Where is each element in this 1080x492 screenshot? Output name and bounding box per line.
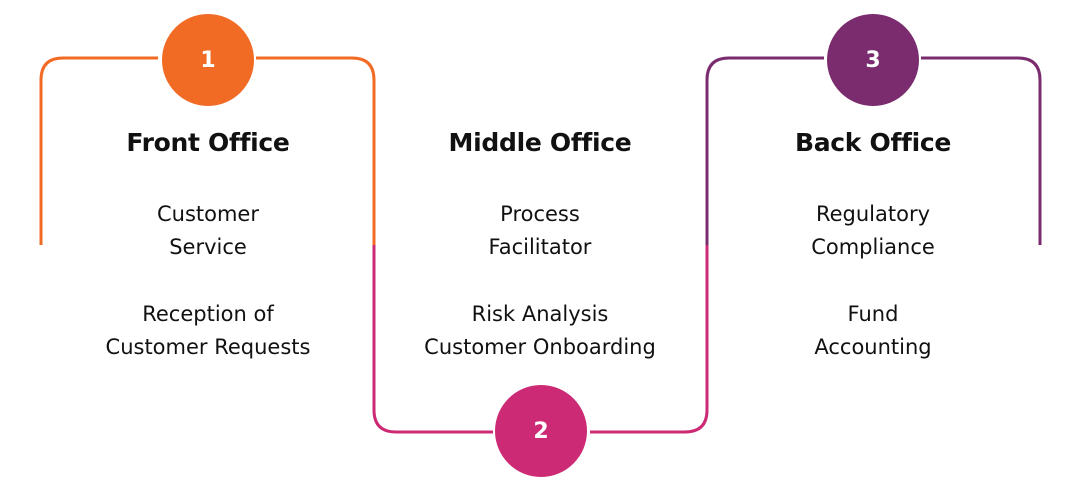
front-office-item-reception: Reception of Customer Requests	[58, 298, 358, 364]
back-office-column: Back Office Regulatory Compliance Fund A…	[723, 128, 1023, 388]
middle-office-title: Middle Office	[448, 128, 632, 157]
middle-office-item-process-facilitator: Process Facilitator	[390, 198, 690, 264]
item-line: Accounting	[814, 335, 932, 359]
middle-office-item-risk-onboarding: Risk Analysis Customer Onboarding	[390, 298, 690, 364]
back-office-item-regulatory-compliance: Regulatory Compliance	[723, 198, 1023, 264]
front-office-column: Front Office Customer Service Reception …	[58, 128, 358, 388]
back-office-connector	[705, 56, 1042, 245]
step-3-badge: 3	[827, 14, 919, 106]
back-office-item-fund-accounting: Fund Accounting	[723, 298, 1023, 364]
middle-office-connector	[372, 245, 709, 434]
back-office-title: Back Office	[794, 128, 952, 157]
item-line: Reception of	[142, 302, 274, 326]
step-2-badge: 2	[495, 385, 587, 477]
middle-office-column: Middle Office Process Facilitator Risk A…	[390, 128, 690, 388]
front-office-title: Front Office	[126, 128, 290, 157]
item-line: Facilitator	[488, 235, 592, 259]
item-line: Customer Onboarding	[424, 335, 656, 359]
front-office-item-customer-service: Customer Service	[58, 198, 358, 264]
item-line: Customer	[156, 202, 259, 226]
item-line: Regulatory	[815, 202, 931, 226]
step-1-badge: 1	[162, 14, 254, 106]
item-line: Compliance	[811, 235, 935, 259]
front-office-connector	[39, 56, 376, 245]
item-line: Process	[500, 202, 580, 226]
item-line: Service	[169, 235, 247, 259]
item-line: Customer Requests	[105, 335, 311, 359]
item-line: Fund	[847, 302, 899, 326]
item-line: Risk Analysis	[471, 302, 609, 326]
